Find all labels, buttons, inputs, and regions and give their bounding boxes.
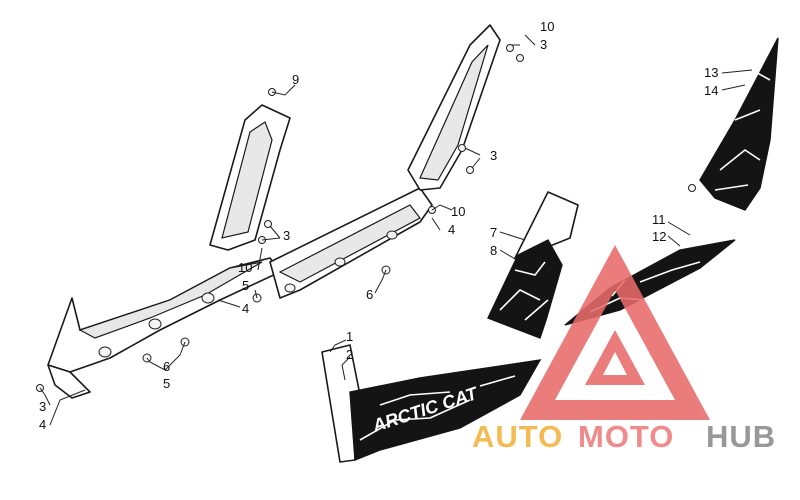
right-vertical-support xyxy=(407,24,501,191)
callout-14: 14 xyxy=(704,83,718,98)
callout-7: 7 xyxy=(490,225,497,240)
callout-6: 6 xyxy=(366,287,373,302)
decal-panel-13-14 xyxy=(699,37,779,211)
callout-10: 10 xyxy=(451,204,465,219)
callout-11: 11 xyxy=(652,212,666,227)
watermark-inner-triangle-icon xyxy=(585,330,645,385)
callout-9: 9 xyxy=(292,72,299,87)
lower-decal-panel: ARCTIC CAT xyxy=(321,344,542,463)
mount-hole xyxy=(98,346,112,358)
middle-long-panel xyxy=(269,187,433,299)
screw xyxy=(688,184,696,192)
callout-3: 3 xyxy=(39,399,46,414)
mount-hole xyxy=(148,318,162,330)
screw xyxy=(264,220,272,228)
watermark-moto: MOTO xyxy=(578,419,674,454)
mount-hole xyxy=(201,292,215,304)
mount-hole xyxy=(334,257,346,267)
callout-12: 12 xyxy=(652,229,666,244)
callout-3: 3 xyxy=(540,37,547,52)
leader-lines xyxy=(39,34,753,426)
screw xyxy=(466,166,474,174)
screw xyxy=(458,144,466,152)
callout-4: 4 xyxy=(448,222,455,237)
callout-labels: 1 2 3 3 3 3 4 4 4 5 5 6 6 7 8 9 10 10 10… xyxy=(39,19,718,432)
callout-3: 3 xyxy=(490,148,497,163)
watermark-auto: AUTO xyxy=(472,419,563,454)
callout-10: 10 xyxy=(238,260,252,275)
callout-6: 6 xyxy=(163,359,170,374)
callout-10: 10 xyxy=(540,19,554,34)
screw xyxy=(506,44,514,52)
callout-1: 1 xyxy=(346,329,353,344)
callout-4: 4 xyxy=(39,417,46,432)
decal-panel-7-8 xyxy=(487,191,579,339)
left-vertical-support xyxy=(209,104,291,251)
callout-3: 3 xyxy=(283,228,290,243)
mount-hole xyxy=(386,230,398,240)
callout-4: 4 xyxy=(242,301,249,316)
callout-13: 13 xyxy=(704,65,718,80)
callout-8: 8 xyxy=(490,243,497,258)
callout-5: 5 xyxy=(163,376,170,391)
mount-hole xyxy=(284,283,296,293)
watermark: AUTO MOTO HUB xyxy=(472,245,776,454)
screw xyxy=(516,54,524,62)
watermark-triangle-icon xyxy=(520,245,710,420)
watermark-hub: HUB xyxy=(706,419,776,454)
left-lower-panel xyxy=(47,257,281,399)
callout-2: 2 xyxy=(346,347,353,362)
callout-5: 5 xyxy=(242,278,249,293)
